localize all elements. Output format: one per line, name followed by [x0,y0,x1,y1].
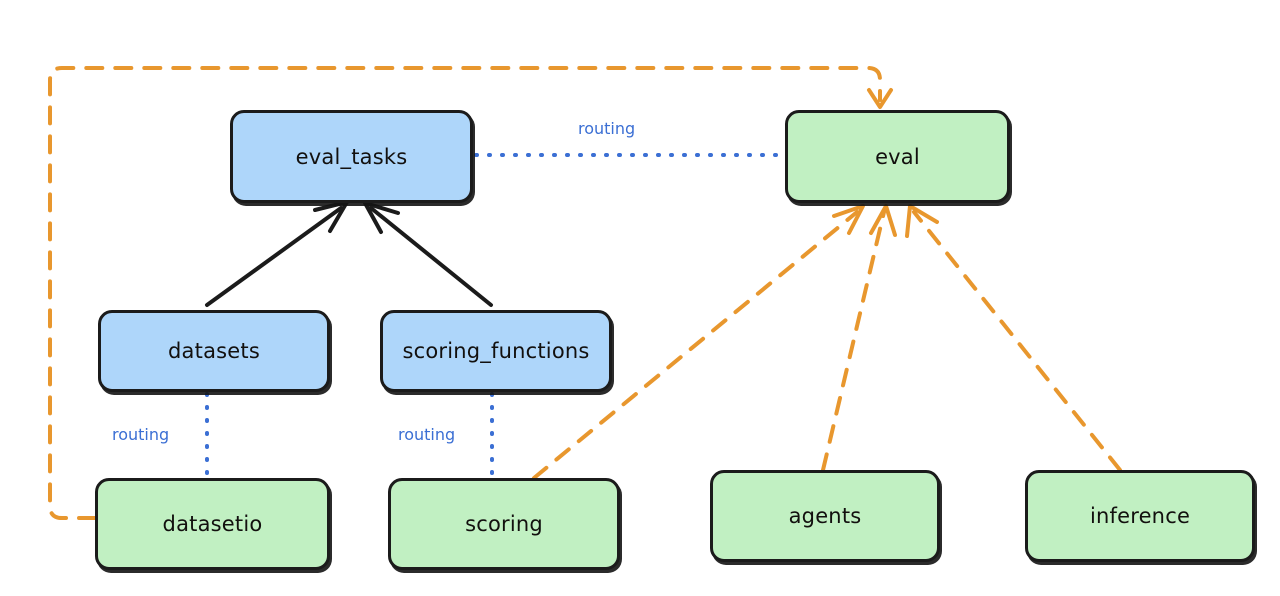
node-scoring-functions-label: scoring_functions [402,339,590,363]
node-datasets-label: datasets [168,339,260,363]
node-inference-label: inference [1089,504,1191,528]
node-agents-label: agents [788,504,862,528]
node-eval[interactable]: eval [785,110,1010,203]
edge-label-routing-scoring-functions: routing [398,425,456,444]
node-agents[interactable]: agents [710,470,940,562]
node-scoring-label: scoring [465,512,543,536]
edge-datasets-eval_tasks [205,200,349,307]
node-datasets[interactable]: datasets [98,310,330,392]
node-eval-label: eval [875,144,920,169]
edge-scoring_functions-eval_tasks [363,201,493,307]
edge-label-routing-eval-tasks: routing [578,119,636,138]
edge-label-routing-datasets: routing [112,425,170,444]
edge-agents-eval [821,204,897,472]
node-scoring-functions[interactable]: scoring_functions [380,310,612,392]
node-eval-tasks-label: eval_tasks [295,144,408,169]
node-scoring[interactable]: scoring [388,478,620,570]
edge-inference-eval [905,204,1122,472]
node-eval-tasks[interactable]: eval_tasks [230,110,473,203]
node-datasetio[interactable]: datasetio [95,478,330,570]
node-datasetio-label: datasetio [162,512,263,536]
node-inference[interactable]: inference [1025,470,1255,562]
